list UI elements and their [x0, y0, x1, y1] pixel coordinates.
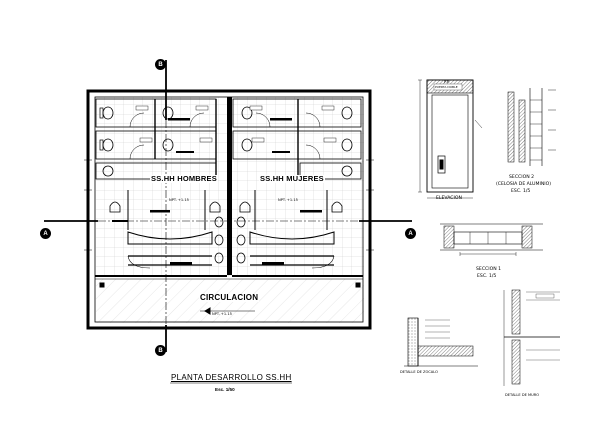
section2-subtitle: (CELOSIA DE ALUMINIO): [496, 182, 552, 187]
elevation-title: ELEVACION: [436, 196, 462, 201]
room-label-men: SS.HH HOMBRES: [150, 174, 218, 183]
plan-title: PLANTA DESARROLLO SS.HH: [171, 373, 292, 382]
section1-title: SECCION 1: [476, 267, 502, 272]
dimension-ticks: [84, 159, 374, 251]
round-lavatories: [214, 216, 246, 264]
level-mark-women: NPT. +1.15: [278, 198, 298, 202]
section-marker-a-right: A: [405, 228, 416, 239]
section-cut-lines: [44, 60, 412, 352]
detail-a-drawing: [404, 317, 478, 367]
level-mark-corridor: NPT. +1.15: [212, 312, 232, 316]
elevation-top-note: P.P.: [444, 80, 450, 84]
corridor-details: [99, 282, 361, 315]
elevation-top-note-2: PUERTA DOBLE: [435, 85, 458, 89]
section-marker-b-bottom: B: [155, 345, 166, 356]
detail-b-drawing: [503, 289, 560, 386]
section-marker-a-left: A: [40, 228, 51, 239]
room-label-corridor: CIRCULACION: [199, 293, 260, 302]
section1-scale: ESC. 1/5: [477, 274, 497, 279]
section2-title: SECCION 2: [509, 175, 535, 180]
section1-drawing: [440, 223, 543, 256]
level-mark-men: NPT. +1.15: [169, 198, 189, 202]
women-stalls: [232, 98, 362, 269]
section2-scale: ESC. 1/5: [511, 189, 531, 194]
floor-plan: [44, 60, 412, 384]
women-tag-blocks: [249, 105, 337, 265]
section-marker-b-top: B: [155, 59, 166, 70]
room-label-women: SS.HH MUJERES: [259, 174, 325, 183]
detail-a-title: DETALLE DE ZOCALO: [400, 370, 438, 374]
plan-scale: Esc. 1/50: [215, 387, 235, 392]
detail-b-title: DETALLE DE MURO: [505, 393, 540, 397]
elevation-drawing: [418, 79, 483, 199]
section2-drawing: [507, 88, 556, 166]
